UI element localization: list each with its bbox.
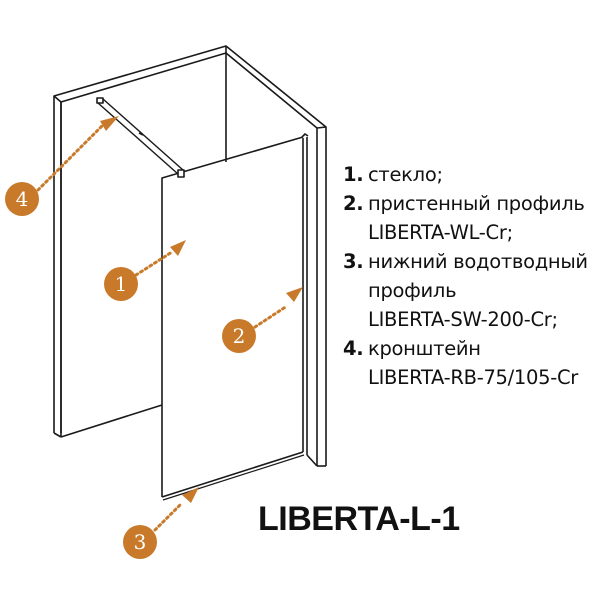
callout-4-leader [36, 122, 106, 192]
legend-text: нижний водотводный профиль LIBERTA-SW-20… [368, 250, 588, 331]
legend-item-2: 2. пристенный профиль LIBERTA-WL-Cr; [343, 189, 600, 247]
legend-number: 3. [343, 250, 364, 273]
bracket [96, 97, 185, 178]
legend-item-4: 4. кронштейн LIBERTA-RB-75/105-Cr [343, 334, 600, 392]
svg-text:4: 4 [16, 187, 29, 211]
svg-text:1: 1 [115, 272, 128, 296]
svg-text:2: 2 [233, 324, 246, 348]
back-wall [53, 45, 327, 466]
callout-badge-4: 4 [5, 182, 39, 216]
callout-1-leader [134, 250, 174, 277]
callout-badge-3: 3 [123, 525, 157, 559]
callout-badge-1: 1 [104, 267, 138, 301]
parts-legend: 1. стекло; 2. пристенный профиль LIBERTA… [343, 160, 600, 392]
legend-number: 2. [343, 192, 364, 215]
callout-3-leader [153, 503, 182, 532]
model-title: LIBERTA-L-1 [258, 500, 460, 538]
callout-4-arrowhead-icon [100, 116, 119, 131]
legend-item-1: 1. стекло; [343, 160, 600, 189]
callout-1-arrowhead-icon [170, 240, 186, 256]
legend-item-3: 3. нижний водотводный профиль LIBERTA-SW… [343, 247, 600, 334]
legend-text: кронштейн LIBERTA-RB-75/105-Cr [368, 337, 579, 389]
callout-2-arrowhead-icon [286, 287, 303, 302]
legend-number: 4. [343, 337, 364, 360]
wall-profile [301, 133, 309, 455]
glass-panel [161, 136, 305, 501]
svg-text:3: 3 [134, 530, 147, 554]
legend-number: 1. [343, 163, 364, 186]
legend-text: стекло; [368, 163, 443, 186]
legend-text: пристенный профиль LIBERTA-WL-Cr; [368, 192, 585, 244]
callout-2-leader [253, 304, 289, 329]
callout-badge-2: 2 [222, 319, 256, 353]
side-wall [306, 126, 327, 467]
callout-3-arrowhead-icon [182, 487, 199, 503]
